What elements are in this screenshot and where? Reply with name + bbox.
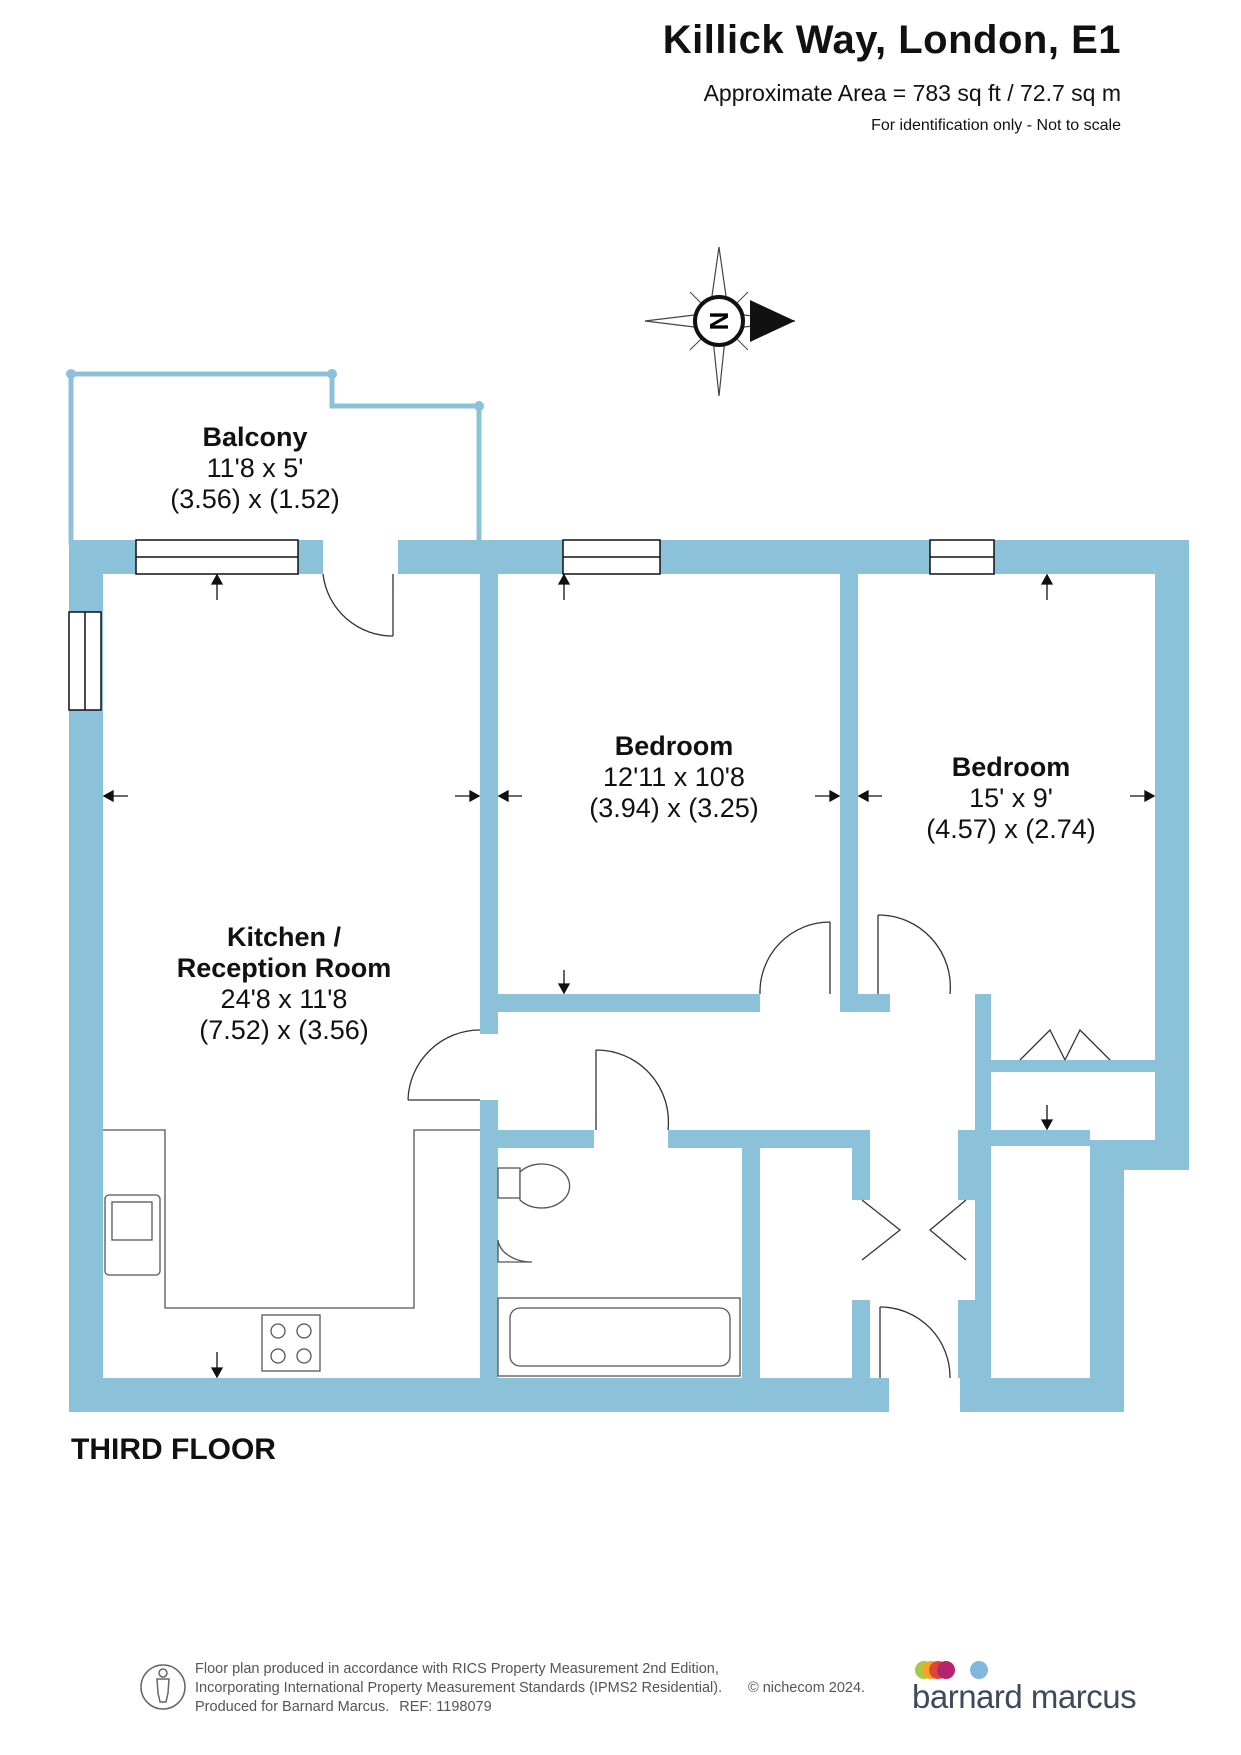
bedroom1-imperial: 12'11 x 10'8 <box>603 762 745 792</box>
kitchen-name-line1: Kitchen / <box>227 922 342 952</box>
balcony-name: Balcony <box>202 422 307 452</box>
measurement-arrows <box>102 573 1156 1379</box>
bedroom2-metric: (4.57) x (2.74) <box>926 814 1096 844</box>
room-labels: Balcony 11'8 x 5' (3.56) x (1.52) Bedroo… <box>170 422 1096 1045</box>
bedroom2-name: Bedroom <box>952 752 1071 782</box>
kitchen-metric: (7.52) x (3.56) <box>199 1015 369 1045</box>
balcony-outline <box>66 369 484 545</box>
bedroom1-metric: (3.94) x (3.25) <box>589 793 759 823</box>
footer-line2: Incorporating International Property Mea… <box>195 1680 723 1696</box>
bedroom1-name: Bedroom <box>615 731 734 761</box>
footer-ref: REF: 1198079 <box>399 1699 492 1715</box>
footer-text: Floor plan produced in accordance with R… <box>195 1660 722 1717</box>
person-icon <box>140 1664 186 1710</box>
brand-dot <box>937 1661 955 1679</box>
balcony-metric: (3.56) x (1.52) <box>170 484 340 514</box>
kitchen-imperial: 24'8 x 11'8 <box>221 984 348 1014</box>
plan-title: Killick Way, London, E1 <box>662 18 1121 62</box>
walls <box>69 540 1189 1412</box>
balcony-imperial: 11'8 x 5' <box>207 453 304 483</box>
footer-line3: Produced for Barnard Marcus. <box>195 1699 390 1715</box>
compass-north-letter: N <box>704 312 734 331</box>
floor-label: THIRD FLOOR <box>71 1433 276 1466</box>
copyright: © nichecom 2024. <box>748 1680 866 1696</box>
footer-line1: Floor plan produced in accordance with R… <box>195 1661 719 1677</box>
kitchen-name-line2: Reception Room <box>177 953 392 983</box>
approximate-area: Approximate Area = 783 sq ft / 72.7 sq m <box>703 80 1121 106</box>
windows <box>68 539 995 711</box>
compass-icon: N <box>644 246 796 397</box>
scale-note: For identification only - Not to scale <box>871 117 1121 134</box>
fixtures <box>103 1129 741 1377</box>
bedroom2-imperial: 15' x 9' <box>969 783 1053 813</box>
doors <box>322 573 1111 1379</box>
brand-dot <box>970 1661 988 1679</box>
brand-logo-dots-icon <box>915 1661 988 1679</box>
brand-logo-text: barnard marcus <box>912 1678 1137 1715</box>
